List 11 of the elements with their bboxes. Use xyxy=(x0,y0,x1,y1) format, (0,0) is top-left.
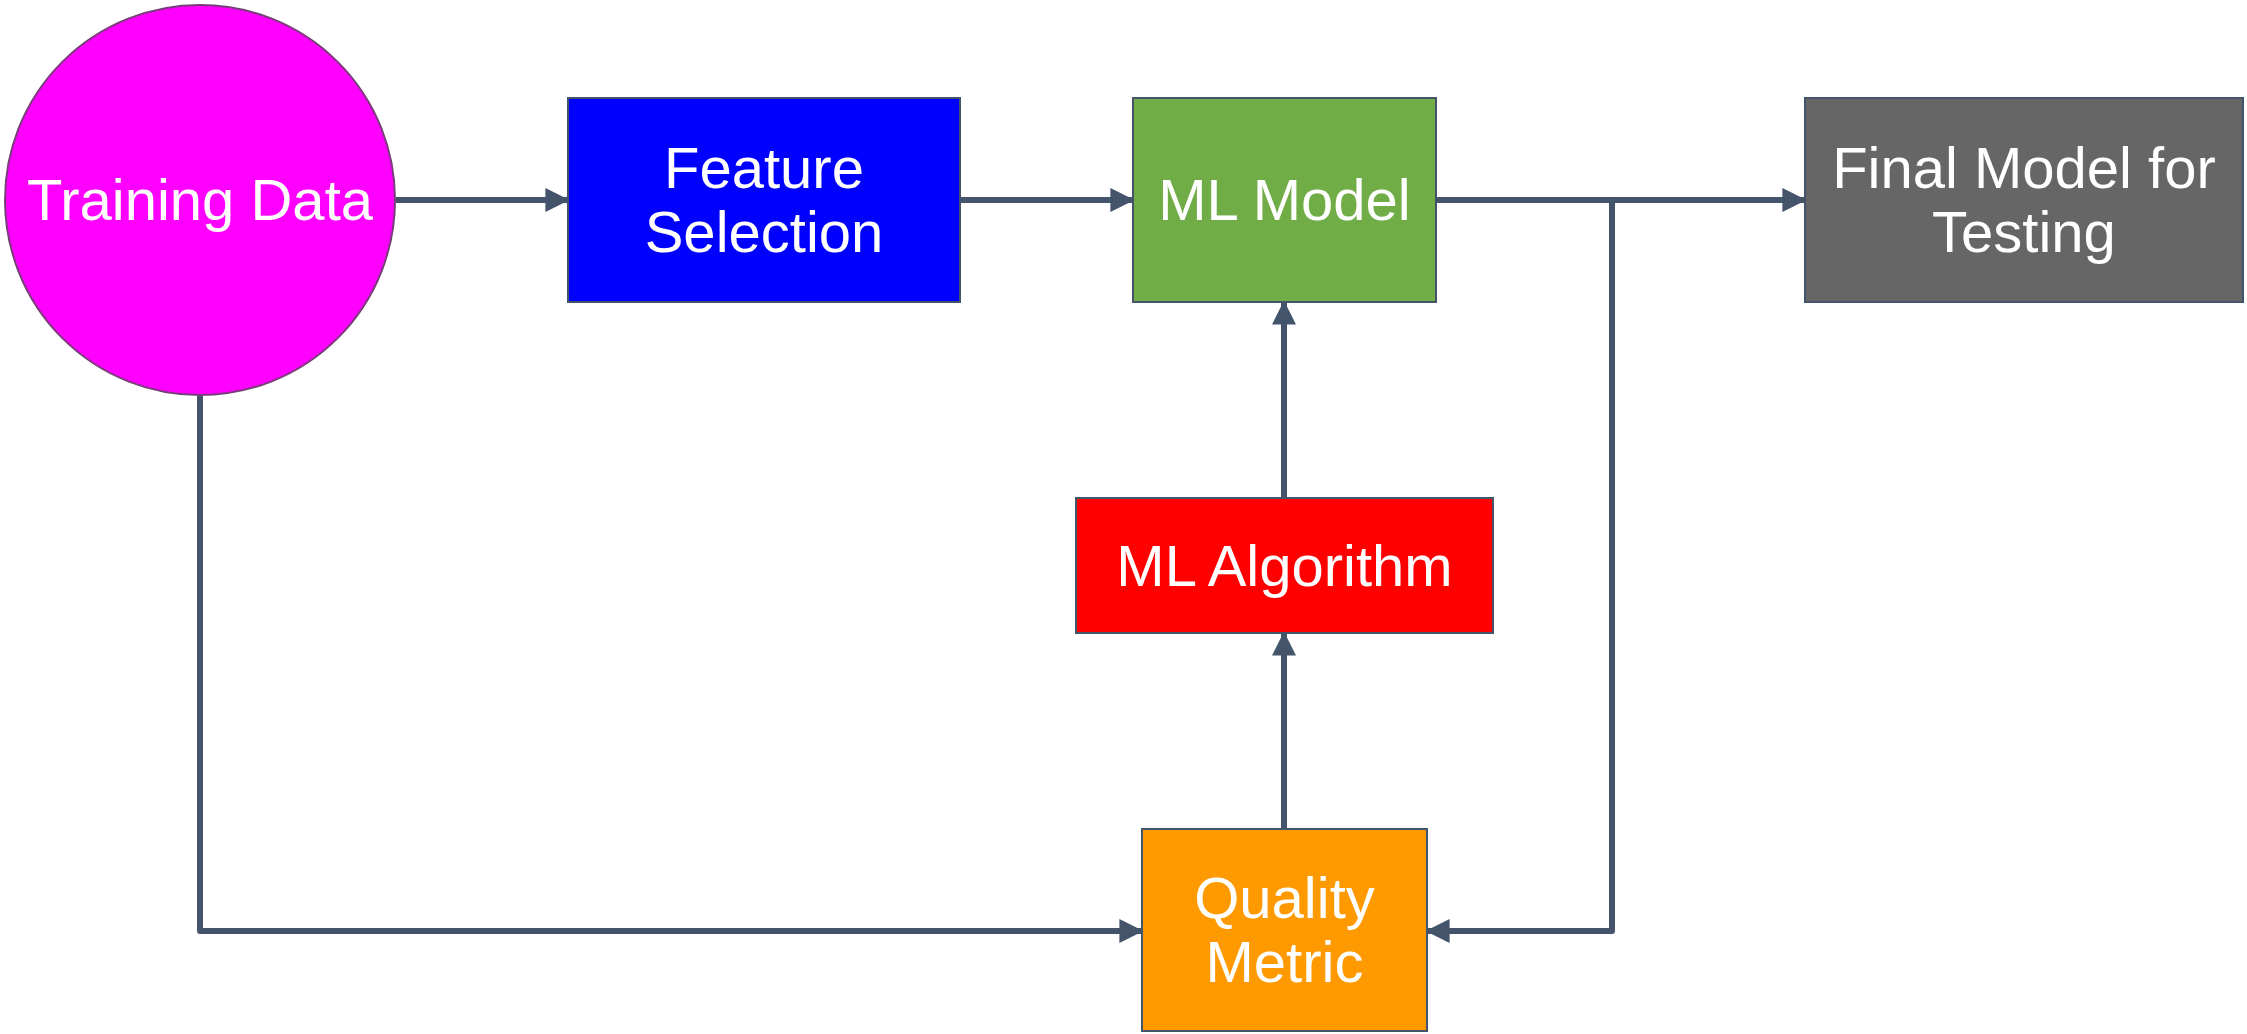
node-label: Feature Selection xyxy=(643,136,885,264)
process-box xyxy=(1804,97,2244,303)
process-box xyxy=(1132,97,1437,303)
process-box xyxy=(1141,828,1428,1032)
node-label: ML Model xyxy=(1157,168,1412,232)
node-label: Training Data xyxy=(26,168,374,232)
node-label: Quality Metric xyxy=(1193,866,1376,994)
process-box xyxy=(1075,497,1494,634)
node-label: ML Algorithm xyxy=(1115,533,1454,598)
node-label: Final Model for Testing xyxy=(1831,136,2217,264)
process-box xyxy=(567,97,961,303)
